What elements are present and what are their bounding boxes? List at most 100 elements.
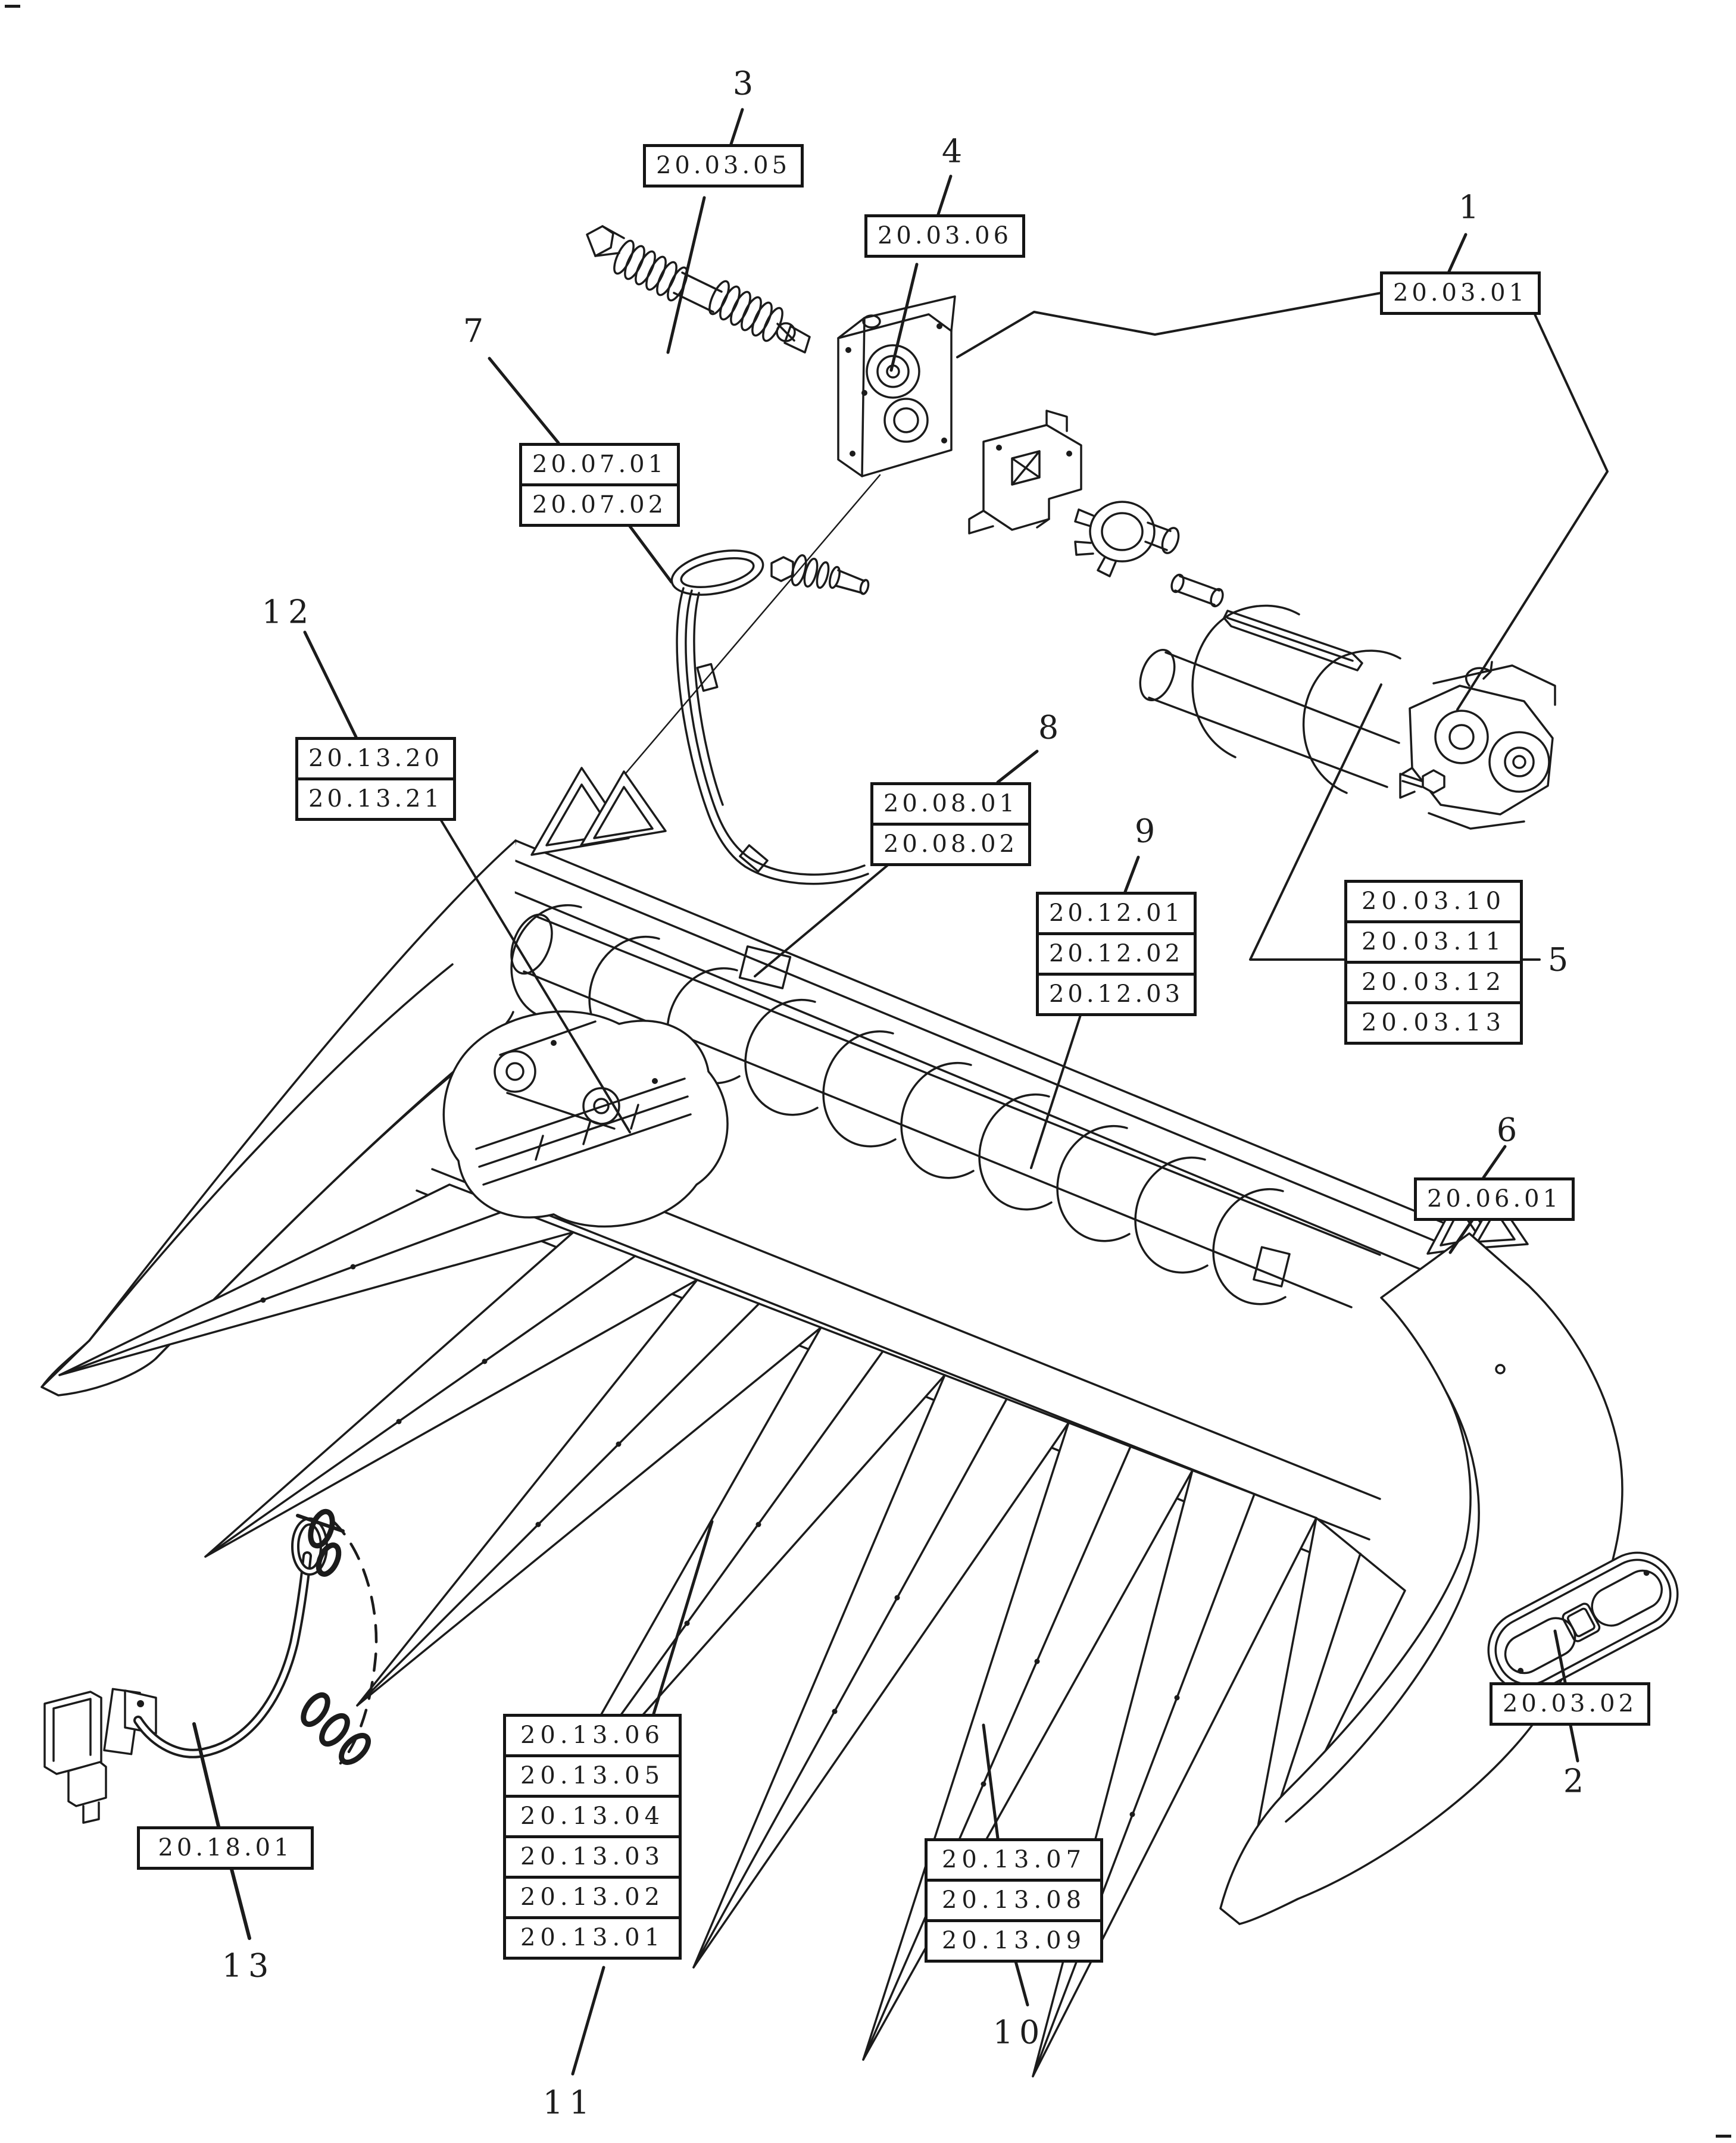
leader-2 xyxy=(1553,1629,1567,1684)
leader-13b xyxy=(230,1867,251,1940)
part-code: 20.07.02 xyxy=(522,483,677,524)
callout-number-5: 5 xyxy=(1547,941,1575,979)
callout-box-20-07: 20.07.01 20.07.02 xyxy=(519,443,680,527)
tow-hook-drawing xyxy=(43,1508,378,1824)
part-code: 20.13.09 xyxy=(928,1919,1100,1960)
part-code: 20.03.10 xyxy=(1361,888,1506,915)
part-code: 20.08.01 xyxy=(883,790,1019,817)
callout-box-20-03-01: 20.03.01 xyxy=(1380,271,1541,315)
callout-box-20-13-01-06: 20.13.06 20.13.05 20.13.04 20.13.03 20.1… xyxy=(503,1714,682,1960)
part-code: 20.13.03 xyxy=(506,1835,679,1876)
leader-7 xyxy=(488,357,560,445)
leader-11b xyxy=(571,1966,605,2076)
leader-4 xyxy=(936,174,953,216)
pto-shaft-drawing xyxy=(586,225,811,354)
part-code: 20.13.08 xyxy=(928,1879,1100,1919)
callout-box-20-13-20: 20.13.20 20.13.21 xyxy=(295,737,456,821)
part-code: 20.03.02 xyxy=(1502,1690,1638,1717)
leader-7b xyxy=(625,520,673,584)
leader-1-right xyxy=(1456,298,1609,711)
leader-1-left xyxy=(956,292,1382,358)
part-code: 20.03.13 xyxy=(1347,1001,1520,1042)
hose-harness-drawing xyxy=(670,549,870,885)
part-code: 20.03.05 xyxy=(655,152,791,179)
callout-number-12: 12 xyxy=(261,593,315,631)
callout-box-20-18-01: 20.18.01 xyxy=(137,1826,314,1870)
callout-box-20-03-10-13: 20.03.10 20.03.11 20.03.12 20.03.13 xyxy=(1344,880,1523,1045)
alignment-line xyxy=(618,474,881,782)
callout-box-20-12: 20.12.01 20.12.02 20.12.03 xyxy=(1036,892,1197,1016)
leader-13 xyxy=(192,1722,220,1828)
leader-12 xyxy=(303,630,358,739)
drive-pin-drawing xyxy=(1170,573,1224,608)
part-code: 20.06.01 xyxy=(1426,1185,1562,1213)
callout-box-20-06-01: 20.06.01 xyxy=(1414,1177,1575,1221)
callout-number-7: 7 xyxy=(463,312,490,350)
leader-lines xyxy=(192,108,1609,2076)
callout-number-10: 10 xyxy=(992,2013,1046,2051)
leader-6b xyxy=(1448,1215,1476,1254)
leader-10 xyxy=(982,1723,1000,1840)
callout-number-6: 6 xyxy=(1496,1111,1523,1149)
left-mount-bracket-drawing xyxy=(530,767,667,856)
part-code: 20.13.21 xyxy=(298,777,453,818)
part-code: 20.03.11 xyxy=(1347,920,1520,961)
leader-12b xyxy=(437,814,631,1133)
part-code: 20.13.04 xyxy=(506,1795,679,1835)
callout-box-20-08: 20.08.01 20.08.02 xyxy=(870,782,1031,866)
part-code: 20.13.05 xyxy=(506,1754,679,1795)
leader-1 xyxy=(1447,233,1468,273)
page-crop-marks xyxy=(5,5,1731,2138)
callout-box-20-03-02: 20.03.02 xyxy=(1490,1682,1650,1726)
leader-9 xyxy=(1123,855,1140,894)
leader-9b xyxy=(1030,1008,1084,1169)
callout-number-4: 4 xyxy=(941,132,969,170)
callout-number-2: 2 xyxy=(1563,1762,1590,1800)
callout-number-3: 3 xyxy=(732,64,760,102)
callout-number-8: 8 xyxy=(1038,708,1065,746)
callout-box-20-03-05: 20.03.05 xyxy=(643,144,804,188)
callout-number-13: 13 xyxy=(221,1947,275,1985)
mount-bracket-drawing xyxy=(968,410,1082,535)
part-code: 20.03.06 xyxy=(877,222,1013,249)
leader-2b xyxy=(1568,1720,1579,1763)
right-mount-bracket-drawing xyxy=(1426,1192,1529,1255)
part-code: 20.12.03 xyxy=(1039,973,1194,1013)
square-key-drawing xyxy=(1223,610,1363,671)
part-code: 20.13.07 xyxy=(941,1846,1086,1873)
leader-6 xyxy=(1482,1145,1507,1179)
slip-clutch-drawing xyxy=(1074,501,1180,577)
part-code: 20.03.01 xyxy=(1392,279,1528,307)
right-end-divider-drawing xyxy=(1219,1232,1623,1925)
part-code: 20.18.01 xyxy=(158,1834,293,1861)
serial-plate xyxy=(738,945,792,989)
part-code: 20.12.02 xyxy=(1039,932,1194,973)
snout-rivet-dots xyxy=(260,1264,1180,1817)
auger-drive-unit-drawing xyxy=(1139,604,1556,830)
callout-number-9: 9 xyxy=(1134,812,1162,850)
part-code: 20.13.02 xyxy=(506,1876,679,1916)
part-code: 20.13.06 xyxy=(520,1722,665,1749)
part-code: 20.07.01 xyxy=(532,451,667,478)
callout-number-11: 11 xyxy=(542,2083,596,2122)
leader-10b xyxy=(1014,1960,1029,2007)
small-plate xyxy=(1253,1246,1291,1288)
part-code: 20.13.20 xyxy=(308,745,444,772)
part-code: 20.03.12 xyxy=(1347,961,1520,1001)
part-code: 20.08.02 xyxy=(873,823,1028,863)
leader-3 xyxy=(729,108,744,146)
callout-number-1: 1 xyxy=(1458,188,1485,226)
leader-11 xyxy=(652,1520,714,1716)
leader-8 xyxy=(996,749,1039,784)
leader-4b xyxy=(889,263,919,372)
callout-box-20-13-07-09: 20.13.07 20.13.08 20.13.09 xyxy=(925,1838,1103,1963)
leader-8b xyxy=(754,860,894,977)
end-cover-plate-drawing xyxy=(1487,1551,1679,1693)
row-unit-drawing xyxy=(442,1010,729,1228)
callout-box-20-03-06: 20.03.06 xyxy=(864,214,1025,258)
part-code: 20.13.01 xyxy=(506,1916,679,1957)
leader-3b xyxy=(666,196,706,354)
gearbox-drawing xyxy=(837,295,956,477)
